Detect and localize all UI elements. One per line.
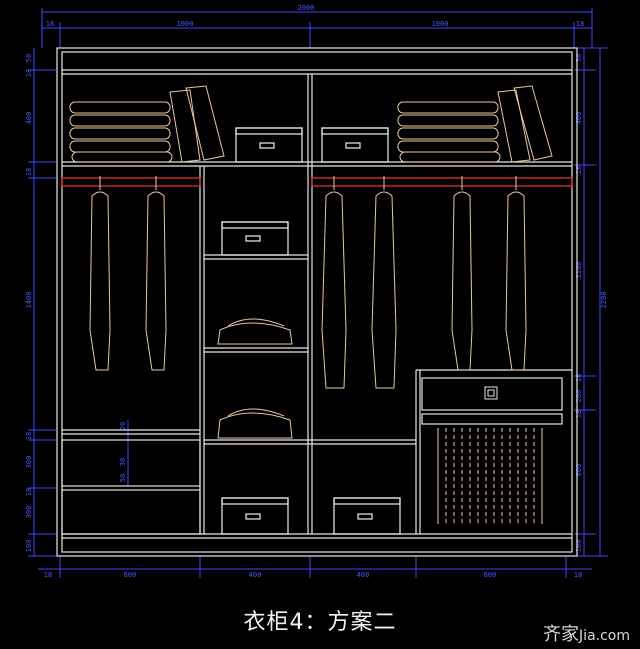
dim-right-6: 200 [575, 390, 583, 403]
dim-left-7: 300 [25, 456, 33, 469]
dim-right-5: 18 [575, 374, 583, 382]
dim-right-4: 1100 [575, 262, 583, 279]
dim-right-3: 18 [575, 166, 583, 174]
dim-top-right-end: 18 [576, 20, 584, 28]
wardrobe-elevation-drawing: 2000 1000 1000 18 18 18 600 400 400 600 … [25, 4, 608, 579]
dimension-lines [28, 8, 608, 578]
cabinet-structure [56, 47, 578, 557]
dim-inner-2: 30 [119, 458, 127, 466]
dim-right-8: 600 [575, 464, 583, 477]
drawing-caption: 衣柜4：方案二 [243, 610, 397, 635]
dim-bottom-seg-3: 400 [357, 571, 370, 579]
dim-right-7: 18 [575, 410, 583, 418]
dim-right-height: 2200 [600, 292, 608, 309]
watermark-domain: Jia.com [579, 628, 630, 644]
dim-top-left: 1000 [177, 20, 194, 28]
dim-right-2: 400 [575, 112, 583, 125]
dim-left-8: 18 [25, 488, 33, 496]
dim-bottom-left-end: 18 [44, 571, 52, 579]
storage-boxes [221, 127, 401, 535]
dim-left-1: 50 [25, 54, 33, 62]
dim-bottom-seg-2: 400 [249, 571, 262, 579]
trouser-rack [437, 428, 543, 524]
watermark-logo: 齐家Jia.com [543, 620, 630, 646]
dim-left-3: 400 [25, 112, 33, 125]
folded-clothes [69, 85, 553, 439]
watermark-brand: 齐家 [543, 624, 580, 645]
dim-left-9: 300 [25, 506, 33, 519]
dim-top-left-end: 18 [46, 20, 54, 28]
dim-overall-width: 2000 [298, 4, 315, 12]
dim-left-6: 18 [25, 432, 33, 440]
dim-bottom-seg-1: 600 [124, 571, 137, 579]
dim-bottom-right-end: 18 [574, 571, 582, 579]
hanging-rods [61, 177, 573, 187]
dim-bottom-seg-4: 600 [484, 571, 497, 579]
dimension-labels: 2000 1000 1000 18 18 18 600 400 400 600 … [25, 4, 608, 579]
hanging-garments [89, 176, 527, 389]
dim-right-1: 50 [575, 54, 583, 62]
dim-inner-1: 20 [119, 422, 127, 430]
drawer-handles [484, 386, 498, 400]
dim-left-4: 18 [25, 168, 33, 176]
dim-inner-3: 50 [119, 474, 127, 482]
dim-left-10: 100 [25, 540, 33, 553]
dim-top-right: 1000 [432, 20, 449, 28]
dim-left-2: 18 [25, 69, 33, 77]
dim-right-9: 100 [575, 540, 583, 553]
dim-left-5: 1400 [25, 292, 33, 309]
